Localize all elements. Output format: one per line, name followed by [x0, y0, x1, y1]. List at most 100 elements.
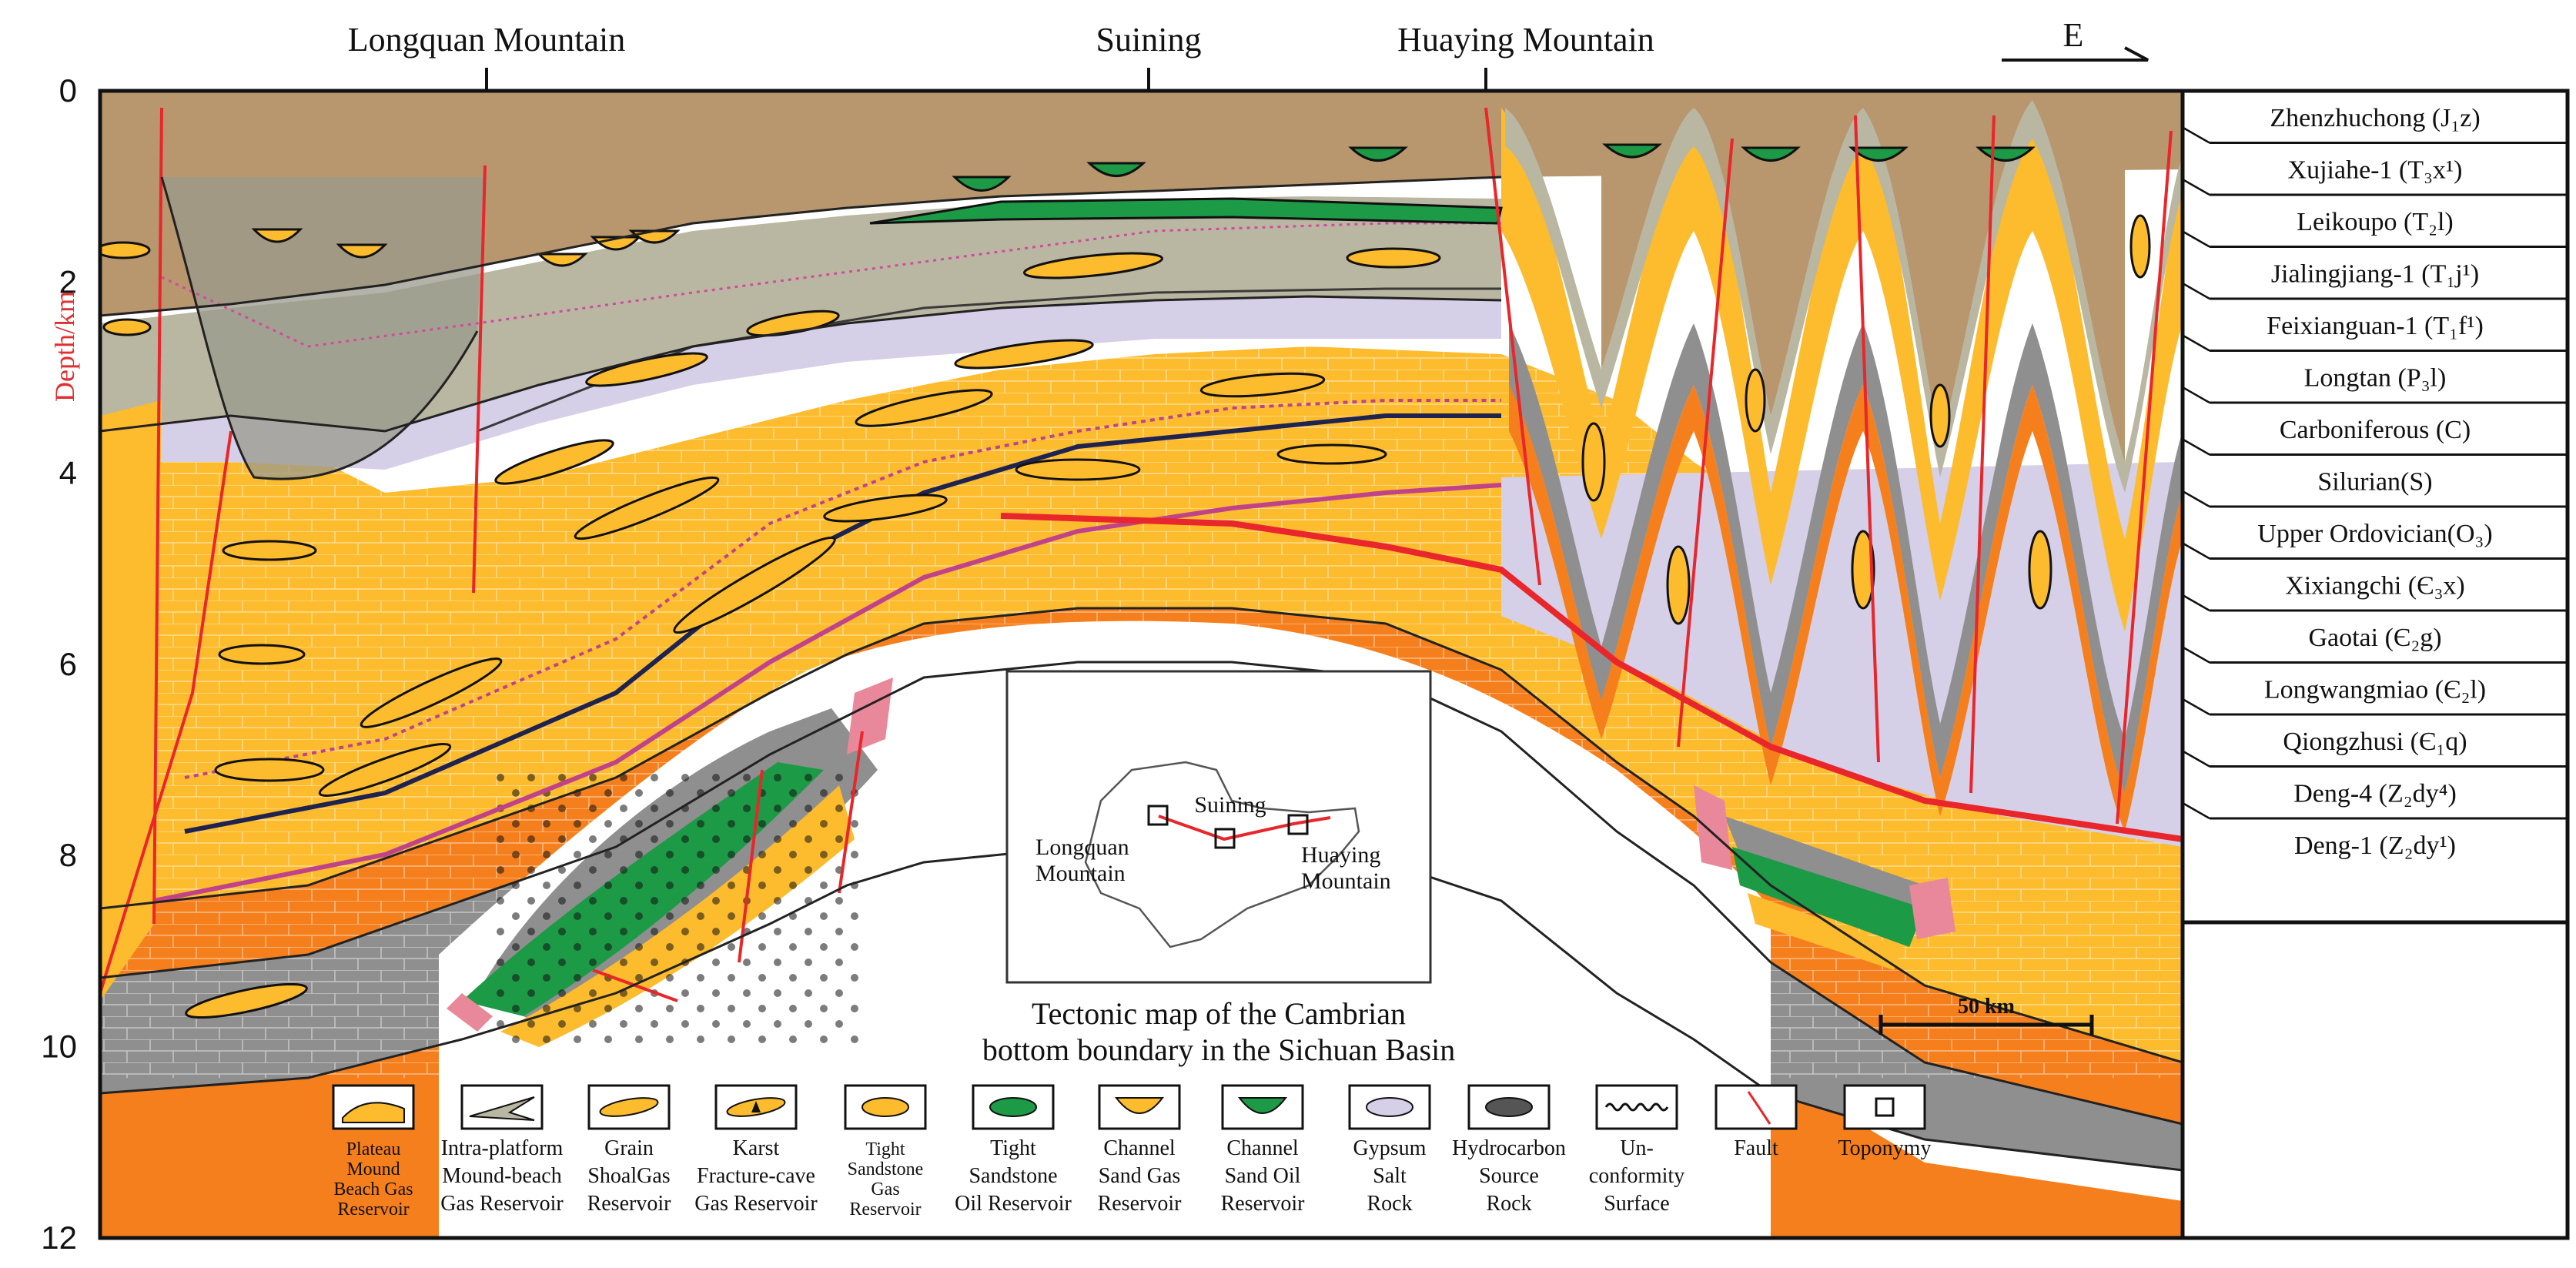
inset-label-longquan-1: Longquan [1035, 835, 1129, 860]
y-tick-label: 10 [41, 1029, 77, 1065]
faults [100, 107, 2173, 1002]
huaying-syncline-brown [1601, 92, 2125, 462]
toponymy-icon [1843, 1084, 1926, 1130]
karst-icon [714, 1084, 798, 1130]
strata-label: Carboniferous (C) [2280, 416, 2471, 444]
longquan-syncline [162, 177, 485, 480]
legend-label: Intra-platform [441, 1136, 564, 1160]
legend-label: Grain [604, 1136, 654, 1160]
strata-leader-line [2182, 801, 2210, 820]
legend-label: Hydrocarbon [1452, 1136, 1566, 1160]
inset-caption-line-1: Tectonic map of the Cambrian [1032, 996, 1406, 1031]
tight-sandstone-oil-icon [972, 1084, 1055, 1130]
legend-label: Rock [1367, 1192, 1412, 1216]
direction-label: E [2063, 16, 2084, 54]
legend-item: Fault [1715, 1084, 1798, 1160]
location-markers: Longquan Mountain Suining Huaying Mounta… [348, 16, 2149, 91]
gypsum-salt-icon [1348, 1084, 1431, 1130]
legend-label: Toponymy [1838, 1136, 1932, 1160]
y-tick-label: 4 [59, 455, 77, 491]
channel-sand-gas-icon [1098, 1084, 1181, 1130]
legend-label: Mound [346, 1159, 400, 1179]
section-line [1158, 815, 1331, 841]
location-longquan: Longquan Mountain [348, 21, 626, 59]
y-tick-label: 12 [41, 1219, 77, 1256]
y-tick-label: 2 [59, 263, 77, 299]
strata-label: Feixianguan-1 (T₁f¹) [2267, 312, 2484, 340]
legend-label: ShoalGas [587, 1164, 670, 1188]
strata-leader-line [2182, 178, 2210, 196]
channel-sand-dots-left [493, 770, 862, 1047]
huaying-fold-yellow [1501, 108, 2183, 631]
strata-label: Jialingjiang-1 (T₁j¹) [2271, 259, 2479, 288]
dotted-horizon [161, 222, 1501, 348]
legend-label: Fault [1734, 1136, 1778, 1160]
inset-caption-line-2: bottom boundary in the Sichuan Basin [982, 1032, 1455, 1067]
pink-horizon-1 [153, 483, 1502, 903]
inset-label-suining: Suining [1194, 792, 1266, 818]
legend-label: Gas Reservoir [694, 1192, 818, 1216]
unconformity-icon [1595, 1084, 1678, 1130]
plateau-mound-icon [332, 1084, 415, 1130]
legend-label: Tight [865, 1139, 905, 1159]
location-huaying: Huaying Mountain [1397, 21, 1654, 59]
legend-label: Reservoir [1221, 1192, 1306, 1216]
legend-label: Plateau [346, 1139, 401, 1159]
grain-shoal-icon [587, 1084, 671, 1130]
strata-leader-line [2182, 334, 2210, 352]
main-fault [1000, 513, 2183, 842]
toponymy-marker-suining [1214, 828, 1236, 849]
strata-label: Qiongzhusi (Є₁q) [2283, 728, 2467, 756]
source-rock-horizon [184, 413, 1501, 834]
legend-label: Salt [1373, 1164, 1407, 1188]
fault-icon [1715, 1084, 1798, 1130]
legend-label: Karst [733, 1136, 780, 1160]
strata-label: Longtan (P₃l) [2304, 363, 2447, 392]
strata-label: Xujiahe-1 (T₃x¹) [2288, 156, 2463, 184]
inset-label-longquan-2: Mountain [1035, 861, 1126, 886]
strata-label: Deng-4 (Z₂dy⁴) [2293, 779, 2457, 808]
legend-label: Source [1479, 1164, 1539, 1188]
legend-item: Toponymy [1838, 1084, 1932, 1160]
legend-label: Sandstone [969, 1164, 1057, 1188]
legend-label: Beach Gas [333, 1179, 413, 1199]
toponymy-marker-huaying [1287, 814, 1309, 835]
strata-leader-line [2182, 126, 2210, 144]
huaying-fold-gray [1509, 323, 2183, 793]
strata-leader-line [2182, 750, 2210, 768]
legend-label: Channel [1226, 1136, 1299, 1160]
legend-label: Sand Oil [1225, 1164, 1301, 1188]
pink-horizon-2 [184, 399, 1501, 779]
legend-label: Mound-beach [442, 1164, 562, 1188]
scale-bar: 50 km [1878, 995, 2094, 1035]
y-tick-label: 0 [59, 72, 77, 109]
legend-label: Fracture-cave [697, 1164, 815, 1188]
legend-label: Sand Gas [1099, 1164, 1181, 1188]
strata-label: Zhenzhuchong (J₁z) [2270, 104, 2480, 132]
legend-label: Gas [871, 1179, 899, 1199]
strata-label: Deng-1 (Z₂dy¹) [2294, 831, 2456, 860]
channel-sand-oil-icon [1221, 1084, 1304, 1130]
legend-label: Gas Reservoir [440, 1192, 564, 1216]
legend-label: Tight [990, 1136, 1036, 1160]
y-axis-label: Depth/km [49, 291, 80, 402]
strata-leader-line [2182, 230, 2210, 248]
strata-label: Silurian(S) [2317, 467, 2432, 496]
strata-label: Upper Ordovician(O₃) [2257, 520, 2492, 548]
strata-leader-line [2182, 698, 2210, 716]
legend-label: Sandstone [848, 1159, 924, 1179]
legend-label: Surface [1604, 1192, 1670, 1216]
legend-label: conformity [1589, 1164, 1684, 1188]
legend-label: Reservoir [849, 1199, 921, 1219]
legend-label: Channel [1103, 1136, 1176, 1160]
